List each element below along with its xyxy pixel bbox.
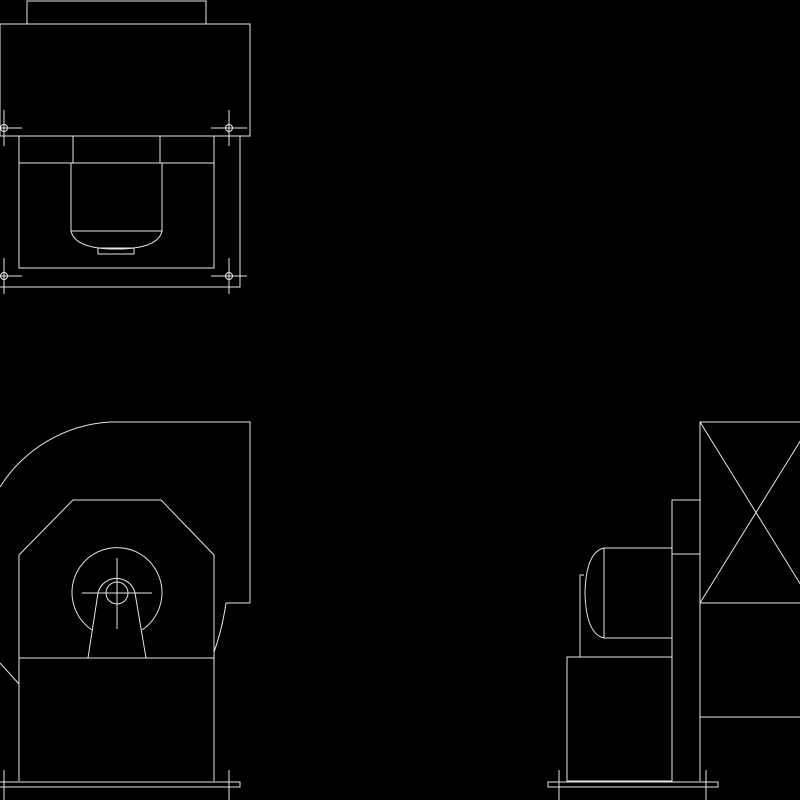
- impeller-circle: [71, 547, 163, 631]
- base-plate: [547, 781, 719, 788]
- motor-frame: [18, 135, 215, 269]
- motor-base: [566, 656, 673, 782]
- motor: [603, 547, 673, 639]
- flange: [671, 499, 701, 555]
- base-outline: [0, 136, 241, 288]
- duct-diagonal: [699, 440, 800, 604]
- outlet-flange: [26, 0, 207, 25]
- base-plate: [0, 781, 241, 788]
- housing-top: [0, 23, 251, 137]
- mount-hole-icon: [0, 110, 247, 294]
- motor-cap: [97, 247, 135, 255]
- motor-foot: [579, 574, 584, 657]
- pedestal-octagon: [18, 499, 215, 781]
- duct-diagonal: [699, 421, 800, 585]
- scroll-lower-arc: [0, 662, 20, 685]
- motor-body: [70, 163, 163, 250]
- outlet-duct: [699, 421, 800, 604]
- scroll-housing: [0, 421, 251, 653]
- side-view: [547, 421, 800, 800]
- top-view: [0, 0, 251, 294]
- motor-end-cap: [584, 547, 605, 639]
- front-view: [0, 421, 251, 800]
